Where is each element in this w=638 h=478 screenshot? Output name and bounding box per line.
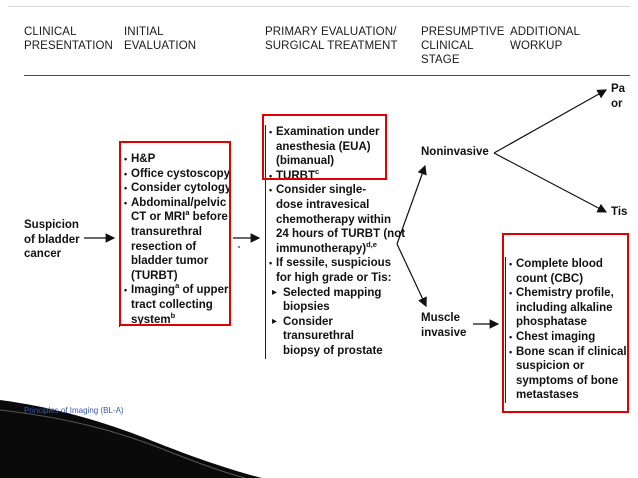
list-item: Examination under anesthesia (EUA) (bima… <box>269 125 419 169</box>
workup-tis-cut: Tis <box>611 206 628 218</box>
footer-swoosh-edge <box>0 409 246 478</box>
small-dot <box>238 246 240 248</box>
list-item: Office cystoscopy <box>124 167 236 182</box>
list-item: Bone scan if clinical suspicion or sympt… <box>509 345 633 403</box>
arrow-primary-to-noninvasive <box>396 164 427 245</box>
header-initial-evaluation: INITIAL EVALUATION <box>124 26 197 52</box>
clinical-presentation: Suspicion of bladder cancer <box>24 218 80 262</box>
presentation-line: cancer <box>24 248 62 261</box>
list-item: If sessile, suspicious for high grade or… <box>269 256 419 285</box>
top-rule <box>8 6 630 7</box>
list-item: Abdominal/pelvic CT or MRIa before trans… <box>124 196 236 284</box>
footnote-link[interactable]: Principles of Imaging (BL-A) <box>24 406 124 415</box>
header-primary-evaluation: PRIMARY EVALUATION/ SURGICAL TREATMENT <box>265 26 398 52</box>
workup-top-cut: Pa or <box>611 83 626 110</box>
list-item: Consider cytology <box>124 181 236 196</box>
initial-evaluation-list: H&P Office cystoscopy Consider cytology … <box>119 152 236 328</box>
list-item: Imaginga of upper tract collecting syste… <box>124 282 236 327</box>
list-item: H&P <box>124 152 236 167</box>
presentation-line: Suspicion <box>24 219 79 231</box>
header-presumptive-stage: PRESUMPTIVE CLINICAL STAGE <box>421 26 505 66</box>
list-item: Selected mapping biopsies <box>269 286 419 315</box>
primary-evaluation-list: Examination under anesthesia (EUA) (bima… <box>265 125 419 359</box>
footer-swoosh-dark <box>0 400 262 478</box>
highlight-box-initial-evaluation <box>119 141 231 326</box>
header-additional-workup: ADDITIONAL WORKUP <box>510 26 581 52</box>
list-item: Consider transurethral biopsy of prostat… <box>269 315 419 359</box>
arrow-noninvasive-to-top <box>493 89 608 154</box>
list-item: Chemistry profile, including alkaline ph… <box>509 286 633 330</box>
arrow-noninvasive-to-tis <box>493 152 608 213</box>
highlight-box-workup <box>502 233 629 413</box>
stage-noninvasive: Noninvasive <box>421 146 489 158</box>
header-clinical-presentation: CLINICAL PRESENTATION <box>24 26 113 52</box>
arrow-primary-to-muscle <box>396 243 427 308</box>
list-item: Chest imaging <box>509 330 633 345</box>
list-item: Complete blood count (CBC) <box>509 257 633 286</box>
stage-muscle-invasive: Muscle invasive <box>421 312 467 339</box>
workup-list: Complete blood count (CBC) Chemistry pro… <box>505 257 633 403</box>
presentation-line: of bladder <box>24 233 80 246</box>
header-rule <box>24 75 630 76</box>
highlight-box-eua-turbt <box>262 114 387 180</box>
list-item: Consider single- dose intravesical chemo… <box>269 183 419 256</box>
